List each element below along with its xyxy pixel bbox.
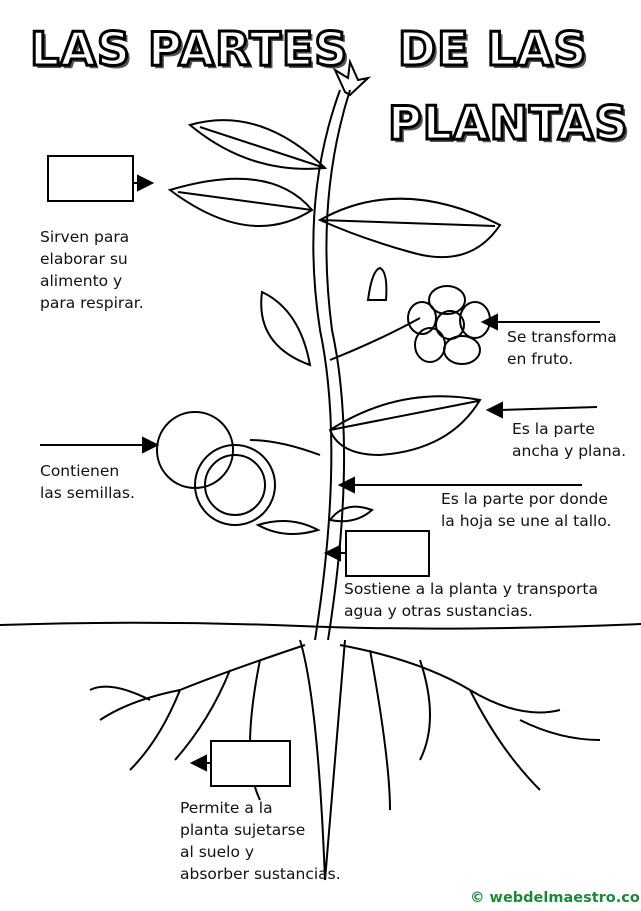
flower-stem xyxy=(329,317,421,361)
label-leaf-blade: Es la parte ancha y plana. xyxy=(512,418,626,462)
leaf xyxy=(317,197,502,259)
label-line: alimento y xyxy=(40,272,123,290)
flower xyxy=(407,285,491,365)
top-bud xyxy=(332,58,372,97)
label-leaves: Sirven para elaborar su alimento y para res… xyxy=(40,226,144,314)
label-line: Permite a la xyxy=(180,799,273,817)
label-line: Sostiene a la planta y transporta xyxy=(344,580,598,598)
label-line: al suelo y xyxy=(180,843,255,861)
ground-line xyxy=(0,621,641,630)
title-part-3: PLANTAS xyxy=(387,96,630,150)
roots xyxy=(89,644,601,811)
label-line: para respirar. xyxy=(40,294,144,312)
label-line: la hoja se une al tallo. xyxy=(441,512,612,530)
label-line: absorber sustancias. xyxy=(180,865,341,883)
answer-box-leaves[interactable] xyxy=(47,155,134,202)
label-line: planta sujetarse xyxy=(180,821,306,839)
label-line: Es la parte xyxy=(512,420,595,438)
leaf xyxy=(260,290,312,367)
label-line: ancha y plana. xyxy=(512,442,627,460)
tomato-cut xyxy=(194,444,276,526)
title-part-2: DE LAS xyxy=(397,22,589,76)
leaf xyxy=(328,505,374,523)
label-flower: Se transforma en fruto. xyxy=(507,326,617,370)
watermark: © webdelmaestro.com xyxy=(470,890,641,906)
answer-box-roots[interactable] xyxy=(210,740,291,787)
label-line: elaborar su xyxy=(40,250,128,268)
label-line: en fruto. xyxy=(507,350,574,368)
arrows xyxy=(40,174,600,772)
title-part-1: LAS PARTES xyxy=(28,22,349,76)
label-line: las semillas. xyxy=(40,484,135,502)
label-line: Sirven para xyxy=(40,228,130,246)
label-line: Se transforma xyxy=(507,328,617,346)
flower-bud xyxy=(366,266,388,301)
answer-box-stem[interactable] xyxy=(345,530,430,577)
taproot xyxy=(299,639,346,881)
label-line: agua y otras sustancias. xyxy=(344,602,533,620)
leaf xyxy=(167,177,314,227)
label-line: Es la parte por donde xyxy=(441,490,608,508)
label-fruit: Contienen las semillas. xyxy=(40,460,135,504)
leaf xyxy=(328,395,482,457)
label-stem: Sostiene a la planta y transporta agua y … xyxy=(344,578,598,622)
label-petiole: Es la parte por donde la hoja se une al t… xyxy=(441,488,611,532)
fruit-stem xyxy=(249,439,321,456)
label-roots: Permite a la planta sujetarse al suelo y ab… xyxy=(180,797,341,885)
label-line: Contienen xyxy=(40,462,120,480)
leaf xyxy=(187,119,328,170)
leaf xyxy=(255,520,321,535)
